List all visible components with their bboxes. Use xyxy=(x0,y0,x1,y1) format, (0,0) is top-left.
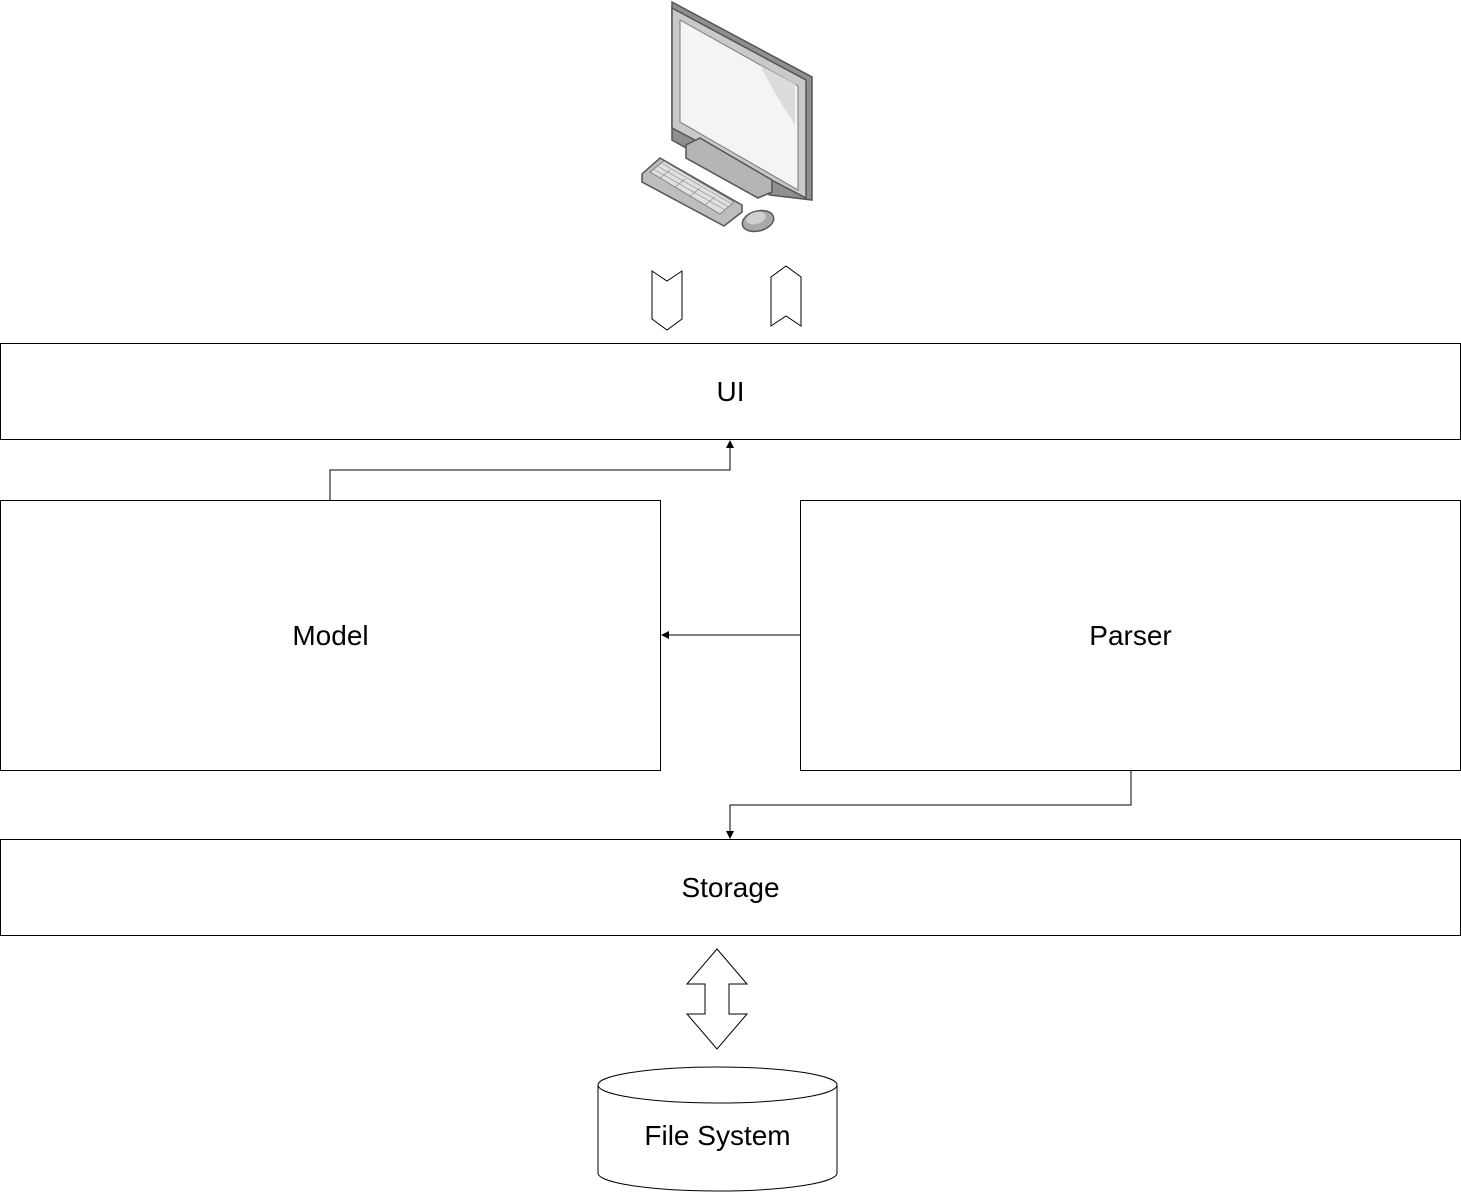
desktop-computer-icon xyxy=(641,0,813,233)
edge-model-to-ui xyxy=(329,440,734,500)
ui-component: UI xyxy=(0,343,1461,440)
up-step-arrow-icon xyxy=(770,265,802,327)
storage-component: Storage xyxy=(0,839,1461,936)
parser-label: Parser xyxy=(1089,619,1172,651)
edge-parser-to-storage xyxy=(726,771,1132,839)
storage-label: Storage xyxy=(681,871,780,903)
database-cylinder-icon xyxy=(597,1066,838,1192)
file-system-label: File System xyxy=(644,1120,791,1151)
model-component: Model xyxy=(0,500,661,771)
down-step-arrow-icon xyxy=(651,270,683,331)
parser-component: Parser xyxy=(800,500,1461,771)
ui-label: UI xyxy=(716,375,745,407)
model-label: Model xyxy=(292,619,369,651)
bidirectional-arrow-icon xyxy=(685,948,749,1050)
